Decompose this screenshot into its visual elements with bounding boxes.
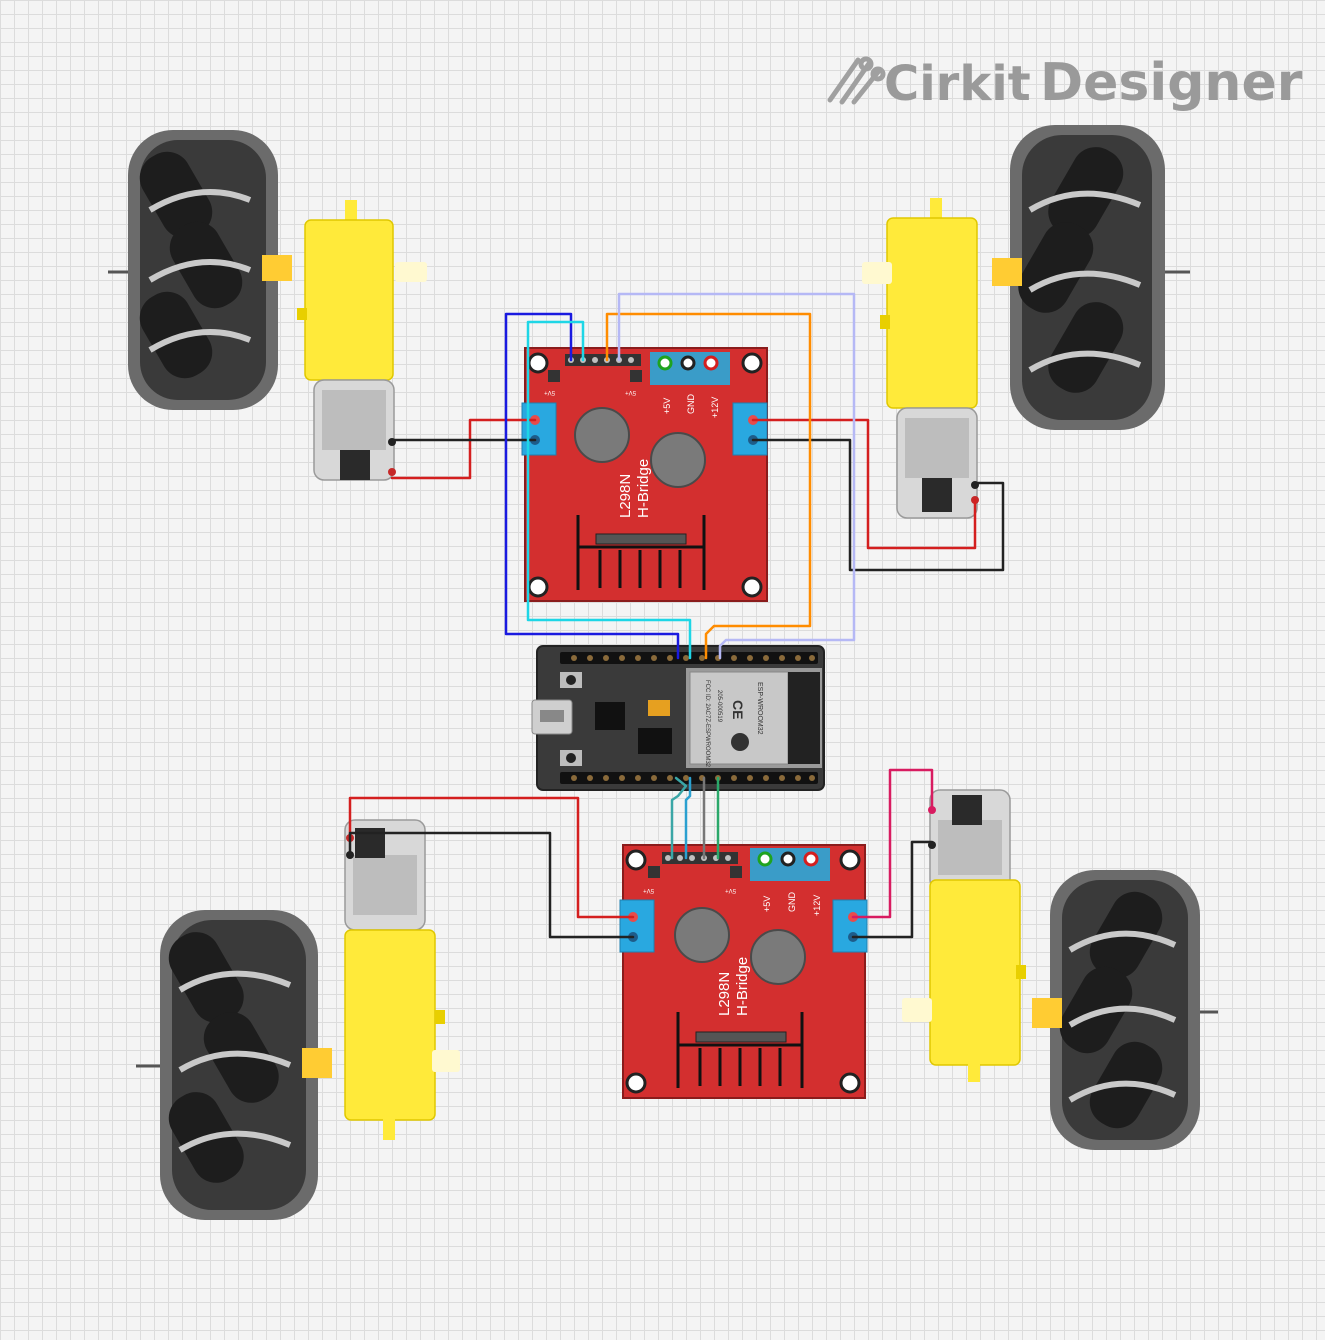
mount-hole-icon — [527, 352, 549, 374]
mount-hole-icon — [741, 576, 763, 598]
mount-hole-icon — [741, 352, 763, 374]
wire-red-motor-bl[interactable] — [348, 796, 635, 919]
power-terminal[interactable] — [650, 352, 730, 385]
capacitor-icon — [750, 929, 806, 985]
wire-lavender-in2[interactable] — [617, 292, 856, 660]
wire-red-motor-tr[interactable] — [751, 418, 977, 550]
l298n-board-bottom[interactable]: 5V+ 5V+ +5V GND +12V L298N H-Bridge — [619, 844, 868, 1099]
heatsink-icon — [676, 1012, 804, 1088]
mount-hole-icon — [839, 1072, 861, 1094]
usb-uart-chip-icon — [595, 702, 625, 730]
control-header-pins[interactable] — [662, 852, 738, 864]
wires — [348, 292, 1005, 939]
dc-motor-bottom-right[interactable] — [902, 789, 1026, 1082]
power-label-12v: +12V — [812, 895, 822, 916]
output-terminal-left[interactable] — [619, 899, 655, 953]
power-label-5v: +5V — [662, 398, 672, 414]
mecanum-wheel-top-right[interactable] — [992, 125, 1190, 430]
power-terminal[interactable] — [750, 848, 830, 881]
board-label-l298n: L298N — [716, 972, 733, 1016]
l298n-board-top[interactable]: 5V+ 5V+ +5V GND +12V L298N H-Bridge — [521, 347, 768, 602]
esp-wroom32-module: ESP-WROOM32 FCC ID: 2AC7Z-ESPWROOM32 205… — [686, 668, 822, 768]
capacitor-icon — [574, 407, 630, 463]
jumper-label-left: 5V+ — [643, 887, 654, 893]
dc-motor-bottom-left[interactable] — [344, 819, 460, 1140]
jumper-5v-left — [648, 866, 660, 878]
board-label-l298n: L298N — [617, 474, 634, 518]
wire-pink-motor-br[interactable] — [851, 768, 934, 919]
jumper-5v-right — [630, 370, 642, 382]
module-name: ESP-WROOM32 — [756, 682, 763, 735]
wheel-rollers — [1059, 891, 1177, 1129]
wire-orange-in1[interactable] — [605, 312, 812, 660]
power-label-12v: +12V — [710, 397, 720, 418]
jumper-5v-left — [548, 370, 560, 382]
output-terminal-right[interactable] — [732, 402, 768, 456]
board-label-h-bridge: H-Bridge — [635, 459, 652, 518]
wire-skyblue-in4-bottom[interactable] — [684, 776, 692, 860]
module-fcc-id: FCC ID: 2AC7Z-ESPWROOM32 — [704, 680, 710, 768]
board-label-h-bridge: H-Bridge — [734, 957, 751, 1016]
ce-mark-icon: CE — [730, 700, 746, 719]
jumper-label-right: 5V+ — [625, 389, 636, 395]
mecanum-wheel-top-left[interactable] — [108, 130, 292, 410]
wheel-rollers — [1018, 147, 1142, 393]
wheel-rollers — [139, 151, 252, 379]
wire-black-motor-br[interactable] — [851, 840, 934, 939]
mount-hole-icon — [625, 849, 647, 871]
brand-name-cirkit: Cirkit — [884, 56, 1031, 112]
esp32-pin-pads — [571, 655, 815, 781]
cirkit-designer-watermark: Cirkit Designer — [827, 53, 1303, 113]
mount-hole-icon — [527, 576, 549, 598]
control-header-pins[interactable] — [565, 354, 641, 366]
jumper-label-left: 5V+ — [544, 389, 555, 395]
mecanum-wheel-bottom-right[interactable] — [1032, 870, 1218, 1150]
brand-name-designer: Designer — [1040, 53, 1303, 113]
jumper-label-right: 5V+ — [725, 887, 736, 893]
wire-black-motor-bl[interactable] — [348, 831, 635, 939]
power-label-gnd: GND — [787, 892, 797, 913]
mecanum-wheel-bottom-left[interactable] — [136, 910, 332, 1220]
wire-cyan-in4[interactable] — [526, 320, 692, 660]
heatsink-icon — [576, 515, 706, 590]
dc-motor-top-left[interactable] — [297, 200, 427, 481]
wire-teal-enb-bottom[interactable] — [670, 776, 688, 860]
espressif-logo-icon — [731, 733, 749, 751]
led-icon — [648, 700, 670, 716]
wheel-rollers — [168, 932, 292, 1183]
module-id: 205-000519 — [716, 690, 722, 723]
esp32-devkit-board[interactable]: ESP-WROOM32 FCC ID: 2AC7Z-ESPWROOM32 205… — [531, 645, 825, 791]
power-label-5v: +5V — [762, 896, 772, 912]
capacitor-icon — [650, 432, 706, 488]
output-terminal-right[interactable] — [832, 899, 868, 953]
regulator-icon — [638, 728, 672, 754]
capacitor-icon — [674, 907, 730, 963]
wire-black-motor-tr[interactable] — [751, 438, 1005, 572]
cirkit-logo-icon — [827, 56, 886, 105]
mount-hole-icon — [839, 849, 861, 871]
power-label-gnd: GND — [686, 394, 696, 415]
mount-hole-icon — [625, 1072, 647, 1094]
wire-red-motor-tl[interactable] — [390, 418, 537, 480]
dc-motor-top-right[interactable] — [862, 198, 979, 519]
jumper-5v-right — [730, 866, 742, 878]
